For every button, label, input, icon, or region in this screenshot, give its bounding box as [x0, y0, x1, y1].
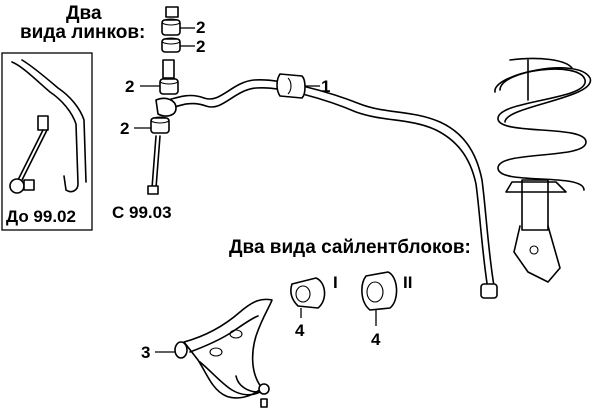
title-bushings: Два вида сайлентблоков:	[229, 237, 471, 258]
old-link-icon	[9, 59, 87, 194]
title-links-line1: Два	[66, 3, 102, 24]
title-links-line2: вида линков:	[20, 22, 145, 43]
ball-joint-icon	[258, 383, 270, 395]
bushing-third-icon	[159, 77, 179, 95]
callout-2-second-bushing: 2	[196, 37, 205, 56]
coil-spring-strut-icon	[494, 57, 591, 283]
callout-4-silent-block-2: 4	[371, 330, 381, 349]
old-link-inset: До 99.02	[1, 52, 93, 231]
inset-frame	[1, 52, 93, 231]
bushing-type-2-label: II	[403, 273, 412, 292]
sleeve-icon	[162, 59, 175, 79]
callout-2-upper-bushing: 2	[196, 18, 205, 37]
control-arm-icon	[174, 298, 273, 408]
bushing-upper-icon	[161, 18, 181, 36]
front-bushing-icon	[174, 341, 188, 359]
bushing-fourth-icon	[150, 116, 170, 134]
callout-2-fourth-bushing: 2	[120, 119, 129, 138]
stabilizer-bar-icon	[155, 79, 498, 299]
bar-bushing-icon	[276, 73, 306, 99]
label-before: До 99.02	[6, 207, 76, 226]
silent-block-type1-icon	[290, 277, 326, 309]
bushing-second-icon	[161, 37, 181, 53]
link-bolt-icon	[147, 135, 161, 195]
nut-icon	[165, 6, 179, 18]
label-after: С 99.03	[112, 203, 172, 222]
bar-end-icon	[480, 283, 498, 299]
callout-3-control-arm: 3	[141, 343, 150, 362]
bushing-type-1-label: I	[333, 273, 338, 292]
callout-1-bar-bushing: 1	[321, 77, 330, 96]
silent-block-type2-icon	[361, 271, 398, 311]
callout-2-third-bushing: 2	[125, 77, 134, 96]
callout-4-silent-block-1: 4	[295, 321, 305, 340]
